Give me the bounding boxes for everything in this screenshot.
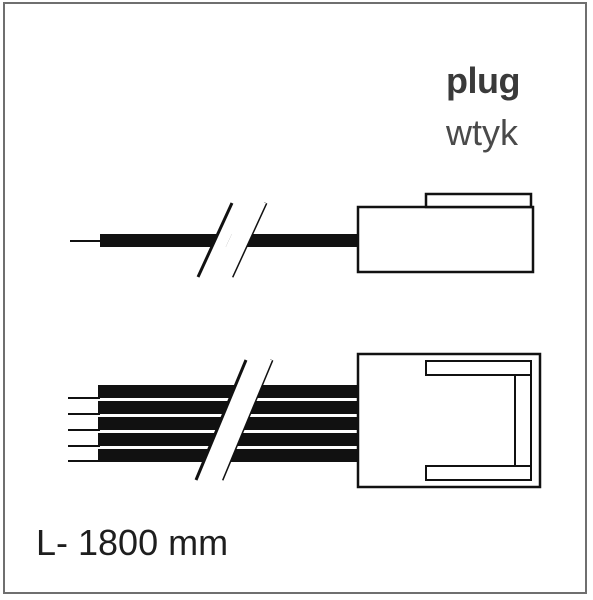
- cable-break-mark-top: [196, 202, 268, 278]
- length-label: L- 1800 mm: [36, 522, 229, 563]
- plug-connector-top: [356, 192, 535, 274]
- plug-label-polish: wtyk: [446, 112, 518, 153]
- plug-connector-bottom: [356, 352, 542, 489]
- multi-wire-assembly: [68, 352, 542, 489]
- plug-label-english: plug: [446, 60, 520, 101]
- diagram-frame: [3, 2, 587, 594]
- multi-wire-tips: [68, 397, 100, 462]
- single-wire-assembly: [70, 192, 535, 278]
- cable-break-mark-bottom: [194, 359, 274, 481]
